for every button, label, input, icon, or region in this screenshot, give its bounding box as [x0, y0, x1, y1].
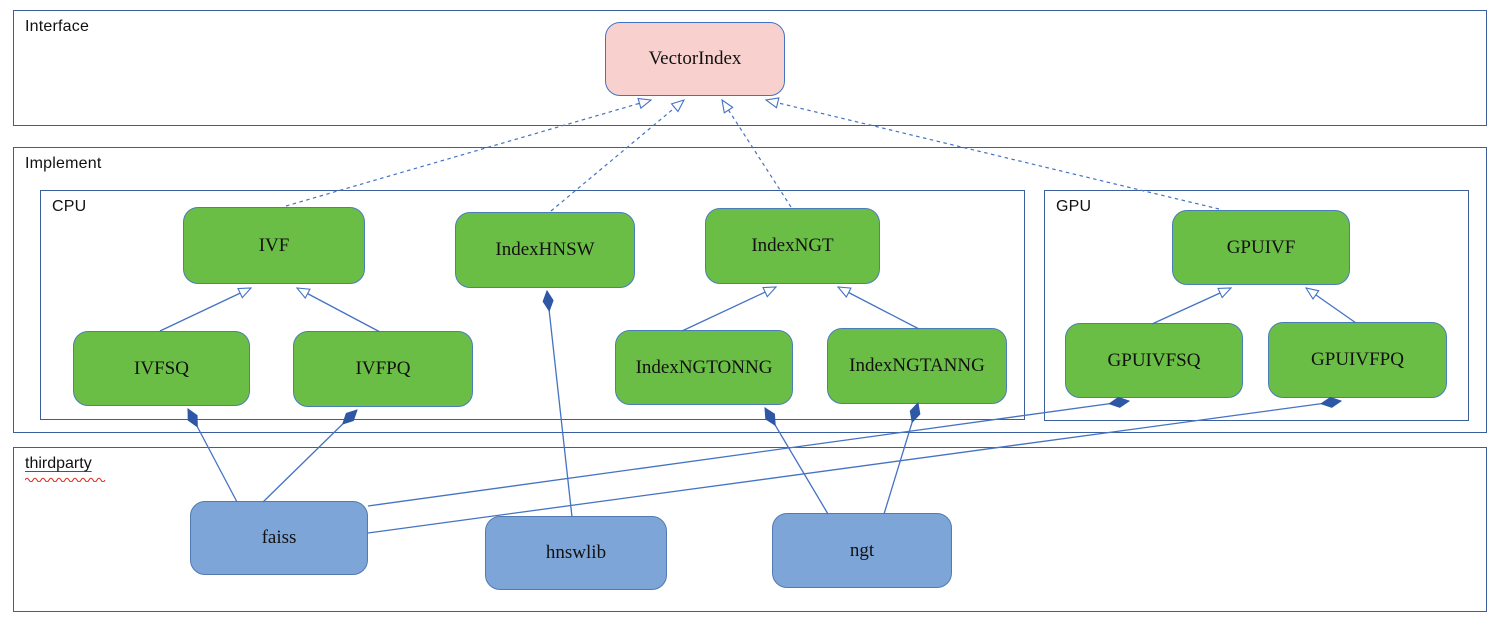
node-vectorindex: VectorIndex	[605, 22, 785, 96]
implement-label: Implement	[25, 155, 102, 172]
node-indexngtonng: IndexNGTONNG	[615, 330, 793, 405]
cpu-label: CPU	[52, 198, 87, 215]
node-gpuivf: GPUIVF	[1172, 210, 1350, 285]
node-ivf: IVF	[183, 207, 365, 284]
node-indexngtanng: IndexNGTANNG	[827, 328, 1007, 404]
node-ivfsq: IVFSQ	[73, 331, 250, 406]
node-hnswlib: hnswlib	[485, 516, 667, 590]
thirdparty-label: thirdparty	[25, 455, 106, 482]
interface-label: Interface	[25, 18, 90, 35]
node-ngt: ngt	[772, 513, 952, 588]
node-indexngt: IndexNGT	[705, 208, 880, 284]
gpu-label: GPU	[1056, 198, 1092, 215]
node-faiss: faiss	[190, 501, 368, 575]
spellcheck-squiggle-icon	[25, 477, 106, 482]
node-ivfpq: IVFPQ	[293, 331, 473, 407]
node-indexhnsw: IndexHNSW	[455, 212, 635, 288]
node-gpuivfsq: GPUIVFSQ	[1065, 323, 1243, 398]
node-gpuivfpq: GPUIVFPQ	[1268, 322, 1447, 398]
